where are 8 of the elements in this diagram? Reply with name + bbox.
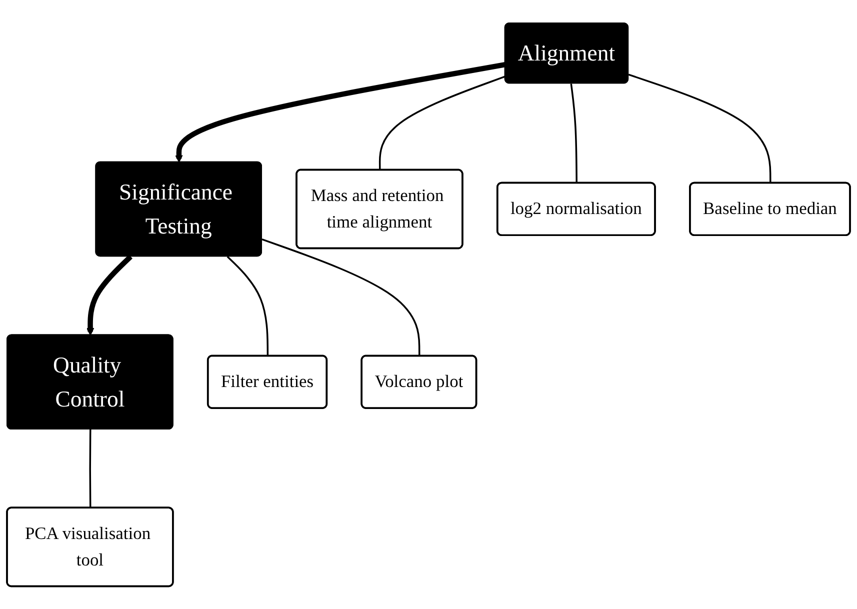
arrow <box>175 62 506 162</box>
connector <box>89 429 92 508</box>
connector <box>226 256 269 356</box>
arrow <box>86 254 132 336</box>
connector <box>628 74 772 184</box>
connector <box>262 238 420 356</box>
connector <box>378 76 506 170</box>
connector <box>570 83 578 184</box>
